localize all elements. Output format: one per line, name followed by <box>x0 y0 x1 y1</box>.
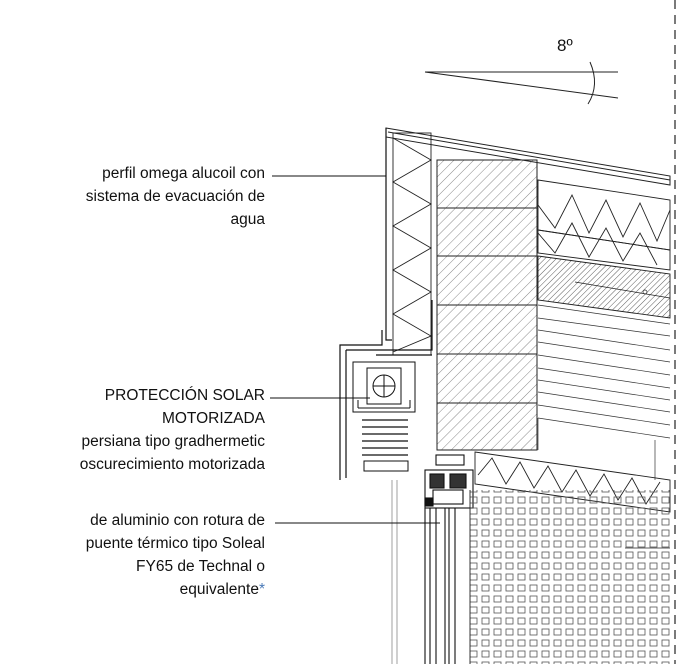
label-window-frame: de aluminio con rotura de puente térmico… <box>86 509 265 601</box>
label-line: de aluminio con rotura de <box>90 512 265 529</box>
label-line: puente térmico tipo Soleal <box>85 535 265 552</box>
shutter-slats <box>362 419 408 456</box>
omega-profile <box>339 128 433 480</box>
slab-lines <box>537 304 671 480</box>
label-line: PROTECCIÓN SOLAR <box>104 387 265 404</box>
window-frame <box>424 454 474 664</box>
label-omega-profile: perfil omega alucoil con sistema de evac… <box>86 162 265 231</box>
label-line: sistema de evacuación de <box>85 188 265 205</box>
slope-angle-label: 8º <box>557 36 573 55</box>
label-line: oscurecimiento motorizada <box>79 456 265 473</box>
wall-insulation <box>392 132 433 356</box>
roof-insulation <box>537 179 671 271</box>
shutter-bottom-bar <box>363 460 409 472</box>
glass-lines <box>391 480 398 664</box>
label-text: equivalente <box>179 581 259 598</box>
asterisk-mark: * <box>258 581 265 598</box>
grid-panel <box>470 490 670 664</box>
label-line: equivalente* <box>86 578 265 601</box>
label-line: FY65 de Technal o <box>136 558 265 575</box>
label-line: persiana tipo gradhermetic <box>81 433 265 450</box>
brick-wall <box>436 159 538 451</box>
slope-angle-symbol <box>424 61 619 105</box>
shutter-box <box>352 361 416 413</box>
label-solar-protection: PROTECCIÓN SOLAR MOTORIZADA persiana tip… <box>80 384 265 476</box>
leader-lines <box>270 175 440 524</box>
label-line: perfil omega alucoil con <box>102 165 265 182</box>
label-line: MOTORIZADA <box>161 410 265 427</box>
label-line: agua <box>230 211 265 228</box>
